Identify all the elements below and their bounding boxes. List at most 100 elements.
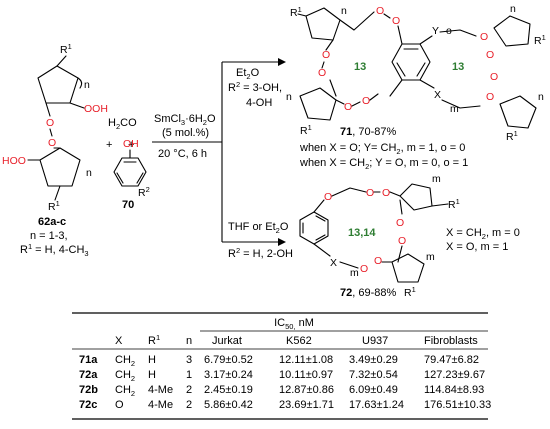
p72-n-top: m bbox=[432, 173, 441, 185]
table-cell-k562: 23.69±1.71 bbox=[279, 399, 334, 411]
p72-o-6: O bbox=[360, 263, 368, 275]
phenol-r2: R2 bbox=[138, 185, 150, 199]
p71-ring-left: 13 bbox=[354, 61, 366, 73]
p72-n-bottom: m bbox=[426, 251, 435, 263]
header-n: n bbox=[186, 335, 192, 347]
p71-r1-left: R1 bbox=[300, 123, 312, 137]
product-71: R1 n n R1 O O O O O O 13 Y o X m O O O O… bbox=[286, 3, 546, 171]
table-cell-k562: 12.11±1.08 bbox=[279, 354, 333, 366]
p72-o-7: O bbox=[374, 255, 382, 267]
p71-o-2: O bbox=[318, 67, 326, 79]
ooh-group: OOH bbox=[84, 103, 108, 115]
top-solvent: Et2O bbox=[236, 67, 260, 81]
formaldehyde: H2CO bbox=[108, 117, 137, 131]
hoo-group: HOO bbox=[2, 155, 26, 167]
p72-o-2: O bbox=[366, 187, 374, 199]
table-cell-n: 1 bbox=[186, 369, 192, 381]
table-cell-u937: 17.63±1.24 bbox=[349, 399, 404, 411]
table-cell-r1: H bbox=[148, 354, 156, 366]
p72-r1-top: R1 bbox=[448, 197, 460, 211]
table-cell-k562: 12.87±0.86 bbox=[279, 384, 334, 396]
table-cell-compound: 72c bbox=[79, 399, 97, 411]
arrowhead-top bbox=[278, 58, 286, 66]
p71-o-5: O bbox=[376, 5, 384, 17]
p72-label: 72, 69-88% bbox=[340, 287, 396, 299]
table-cell-fibroblasts: 127.23±9.67 bbox=[424, 369, 485, 381]
p71-label: 71, 70-87% bbox=[340, 126, 396, 138]
table-cell-r1: 4-Me bbox=[148, 384, 173, 396]
reaction-scheme: R1 n OOH O O HOO n R1 62a-c n = 1-3, R1 … bbox=[2, 3, 546, 299]
bottom-solvent: THF or Et2O bbox=[228, 221, 289, 235]
table-cell-x: O bbox=[115, 399, 124, 411]
p71-ring-right: 13 bbox=[452, 61, 464, 73]
p71-o-1: O bbox=[322, 49, 330, 61]
table-cell-fibroblasts: 176.51±10.33 bbox=[424, 399, 491, 411]
table-title: IC50, nM bbox=[274, 317, 314, 331]
p71-m-sub: m bbox=[450, 103, 459, 115]
p72-note-2: X = O, m = 1 bbox=[446, 241, 508, 253]
o-atom-1: O bbox=[46, 117, 54, 129]
p71-n-left: n bbox=[286, 91, 292, 103]
p72-note-1: X = CH2, m = 0 bbox=[446, 227, 520, 241]
table-cell-n: 3 bbox=[186, 354, 192, 366]
p71-x-label: X bbox=[434, 89, 441, 101]
plus-sign-2: + bbox=[128, 139, 134, 151]
temperature-time: 20 °C, 6 h bbox=[158, 148, 207, 160]
peroxide-62: R1 n OOH O O HOO n R1 62a-c n = 1-3, R1 … bbox=[2, 42, 108, 258]
header-u937: U937 bbox=[362, 335, 388, 347]
table-cell-u937: 3.49±0.29 bbox=[349, 354, 398, 366]
compound-62-id: 62a-c bbox=[38, 216, 66, 228]
p71-note-2: when X = CH2; Y = O, m = 0, o = 1 bbox=[299, 157, 468, 171]
table-cell-jurkat: 3.17±0.24 bbox=[204, 369, 253, 381]
table-cell-x: CH2 bbox=[115, 369, 135, 383]
table-cell-fibroblasts: 114.84±8.93 bbox=[424, 384, 484, 396]
table-cell-n: 2 bbox=[186, 384, 192, 396]
p72-r1-bottom: R1 bbox=[404, 285, 416, 299]
table-cell-compound: 72a bbox=[79, 369, 98, 381]
p72-ring-label: 13,14 bbox=[348, 227, 376, 239]
p71-o-8: O bbox=[486, 49, 494, 61]
p71-o-7: O bbox=[480, 31, 488, 43]
header-fibroblasts: Fibroblasts bbox=[424, 335, 478, 347]
table-cell-compound: 71a bbox=[79, 354, 98, 366]
plus-sign-1: + bbox=[106, 139, 112, 151]
catalyst-loading: (5 mol.%) bbox=[162, 127, 209, 139]
p71-n-top: n bbox=[341, 5, 347, 17]
table-cell-jurkat: 6.79±0.52 bbox=[204, 354, 253, 366]
p71-r1-br: R1 bbox=[506, 129, 518, 143]
p71-o-6: O bbox=[392, 15, 400, 27]
bottom-r2: R2 = H, 2-OH bbox=[228, 246, 293, 260]
header-r1: R1 bbox=[148, 333, 160, 347]
r1-range: R1 = H, 4-CH3 bbox=[20, 242, 89, 258]
catalyst-label: SmCl3·6H2O bbox=[154, 113, 216, 127]
p71-o-3: O bbox=[344, 101, 352, 113]
table-cell-compound: 72b bbox=[79, 384, 98, 396]
table-cell-jurkat: 2.45±0.19 bbox=[204, 384, 253, 396]
table-cell-x: CH2 bbox=[115, 354, 135, 368]
p72-m-sub: m bbox=[350, 267, 359, 279]
table-cell-fibroblasts: 79.47±6.82 bbox=[424, 354, 479, 366]
table-cell-r1: H bbox=[148, 369, 156, 381]
phenol-70: OH R2 70 bbox=[113, 138, 150, 211]
header-k562: K562 bbox=[286, 335, 312, 347]
p71-y-label: Y bbox=[432, 25, 439, 37]
top-r2-2: 4-OH bbox=[246, 97, 272, 109]
table-cell-jurkat: 5.86±0.42 bbox=[204, 399, 253, 411]
table-cell-u937: 6.09±0.49 bbox=[349, 384, 398, 396]
n-bottom-label: n bbox=[86, 167, 92, 179]
table-cell-n: 2 bbox=[186, 399, 192, 411]
top-r2: R2 = 3-OH, bbox=[228, 80, 282, 94]
p72-o-1: O bbox=[324, 191, 332, 203]
table-cell-r1: 4-Me bbox=[148, 399, 173, 411]
header-x: X bbox=[115, 335, 123, 347]
table-cell-x: CH2 bbox=[115, 384, 135, 398]
p71-o-10: O bbox=[486, 91, 494, 103]
r1-top-label: R1 bbox=[60, 42, 72, 56]
n-range: n = 1-3, bbox=[30, 230, 68, 242]
p71-r1-top: R1 bbox=[290, 5, 302, 19]
n-top-label: n bbox=[84, 79, 90, 91]
header-jurkat: Jurkat bbox=[212, 335, 242, 347]
table-cell-k562: 10.11±0.97 bbox=[279, 369, 333, 381]
